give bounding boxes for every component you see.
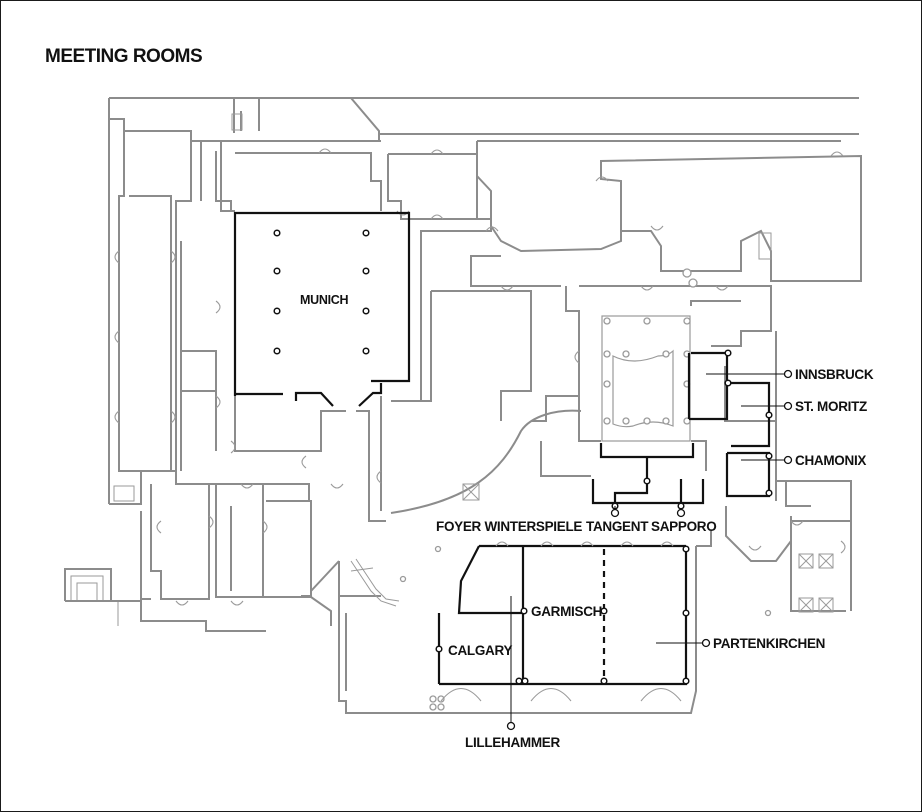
label-tangent-group[interactable]: TANGENT (586, 506, 649, 534)
page-title: MEETING ROOMS (45, 46, 203, 67)
label-foyer-group[interactable]: FOYER WINTERSPIELE (436, 519, 583, 534)
ballroom-grey (601, 315, 691, 442)
room-tangent[interactable] (591, 443, 705, 510)
label-st-moritz-group[interactable]: ST. MORITZ (741, 399, 867, 414)
label-partenkirchen: PARTENKIRCHEN (713, 636, 825, 651)
label-munich: MUNICH (300, 293, 348, 307)
label-garmisch: GARMISCH (531, 604, 602, 619)
label-calgary-group[interactable]: CALGARY (448, 643, 513, 658)
label-st-moritz: ST. MORITZ (795, 399, 867, 414)
label-chamonix: CHAMONIX (795, 453, 866, 468)
room-partenkirchen[interactable] (600, 545, 690, 685)
label-calgary: CALGARY (448, 643, 512, 658)
label-chamonix-group[interactable]: CHAMONIX (741, 453, 867, 468)
label-garmisch-group[interactable]: GARMISCH (531, 604, 602, 619)
label-foyer-winterspiele: FOYER WINTERSPIELE (436, 519, 582, 534)
room-munich[interactable]: MUNICH (233, 211, 411, 407)
room-calgary[interactable] (435, 613, 529, 685)
building-walls (64, 97, 862, 714)
label-innsbruck-group[interactable]: INNSBRUCK (706, 367, 874, 382)
room-sapporo[interactable] (677, 502, 685, 510)
label-innsbruck: INNSBRUCK (795, 367, 874, 382)
room-st-moritz[interactable] (724, 379, 773, 448)
label-lillehammer-group[interactable]: LILLEHAMMER (465, 596, 561, 750)
label-sapporo: SAPPORO (651, 519, 716, 534)
label-partenkirchen-group[interactable]: PARTENKIRCHEN (656, 636, 825, 651)
label-sapporo-group[interactable]: SAPPORO (651, 508, 717, 535)
room-garmisch[interactable] (457, 545, 528, 684)
label-tangent: TANGENT (586, 519, 649, 534)
label-lillehammer: LILLEHAMMER (465, 735, 560, 750)
room-chamonix[interactable] (725, 451, 773, 498)
door-details (114, 148, 846, 711)
